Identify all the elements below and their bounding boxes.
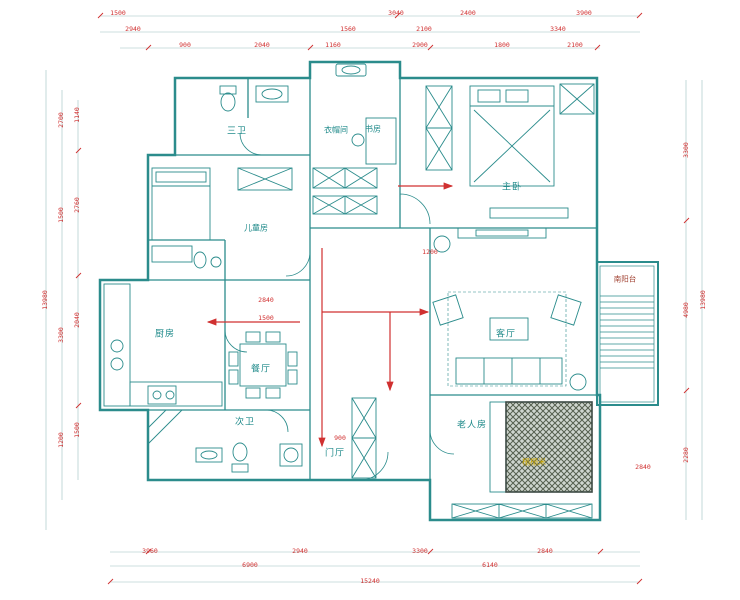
room-label-cloakroom: 衣帽间 xyxy=(324,125,348,135)
dim-top2-0: 2940 xyxy=(125,24,141,33)
dim-interior-4: 2840 xyxy=(635,462,651,471)
dim-interior-3: 900 xyxy=(334,433,346,442)
room-label-tatami: 榻榻米 xyxy=(522,457,546,467)
dim-bottom1-2: 3300 xyxy=(412,546,428,555)
room-label-foyer: 门厅 xyxy=(324,448,346,459)
dim-top3-1: 2040 xyxy=(254,40,270,49)
dim-interior-1: 1500 xyxy=(258,313,274,322)
room-label-living: 客厅 xyxy=(495,329,517,340)
dim-bottom1-1: 2940 xyxy=(292,546,308,555)
dim-top3-0: 900 xyxy=(179,40,191,49)
dim-left2-2: 3300 xyxy=(56,327,65,343)
dim-left2-3: 1200 xyxy=(56,432,65,448)
dim-top3-3: 2900 xyxy=(412,40,428,49)
dim-right1-1: 4980 xyxy=(681,302,690,318)
dim-left2-1: 1500 xyxy=(56,207,65,223)
dim-left3-0: 1140 xyxy=(72,107,81,123)
dim-top3-4: 1800 xyxy=(494,40,510,49)
dim-right1-0: 3300 xyxy=(681,142,690,158)
dim-bottom1-0: 3960 xyxy=(142,546,158,555)
dim-right2-0: 13980 xyxy=(698,290,707,310)
dim-bottom2-1: 6140 xyxy=(482,560,498,569)
dim-left3-3: 1500 xyxy=(72,422,81,438)
room-label-kitchen: 厨房 xyxy=(154,329,176,340)
dim-bottom2-0: 6900 xyxy=(242,560,258,569)
dim-left2-0: 2700 xyxy=(56,112,65,128)
dim-left3-2: 2040 xyxy=(72,312,81,328)
dim-bottom3-0: 15240 xyxy=(360,576,380,585)
room-label-bath-2: 次卫 xyxy=(234,417,256,428)
dim-top1-2: 2400 xyxy=(460,8,476,17)
room-label-master-bedroom: 主卧 xyxy=(501,182,523,193)
dim-interior-0: 2840 xyxy=(258,295,274,304)
dim-top3-2: 1160 xyxy=(325,40,341,49)
dimension-lines xyxy=(45,12,703,585)
room-label-study: 书房 xyxy=(365,124,381,134)
room-label-kids-room: 儿童房 xyxy=(244,223,268,233)
dim-left1-0: 13980 xyxy=(40,290,49,310)
room-label-dining: 餐厅 xyxy=(250,364,272,375)
room-label-elder-room: 老人房 xyxy=(456,420,488,431)
dim-top2-3: 3340 xyxy=(550,24,566,33)
dim-right1-2: 2280 xyxy=(681,447,690,463)
dim-top2-1: 1560 xyxy=(340,24,356,33)
dim-top3-5: 2100 xyxy=(567,40,583,49)
dim-top1-3: 3900 xyxy=(576,8,592,17)
dim-top2-2: 2100 xyxy=(416,24,432,33)
door-swings xyxy=(224,132,455,481)
room-label-south-balcony: 南阳台 xyxy=(613,274,637,284)
room-label-bath-3: 三卫 xyxy=(226,126,248,137)
dim-top1-0: 1500 xyxy=(110,8,126,17)
dim-interior-2: 1200 xyxy=(422,247,438,256)
dim-left3-1: 2760 xyxy=(72,197,81,213)
dim-bottom1-3: 2840 xyxy=(537,546,553,555)
dim-top1-1: 3040 xyxy=(388,8,404,17)
flow-arrows xyxy=(206,182,454,448)
furniture xyxy=(103,63,655,519)
